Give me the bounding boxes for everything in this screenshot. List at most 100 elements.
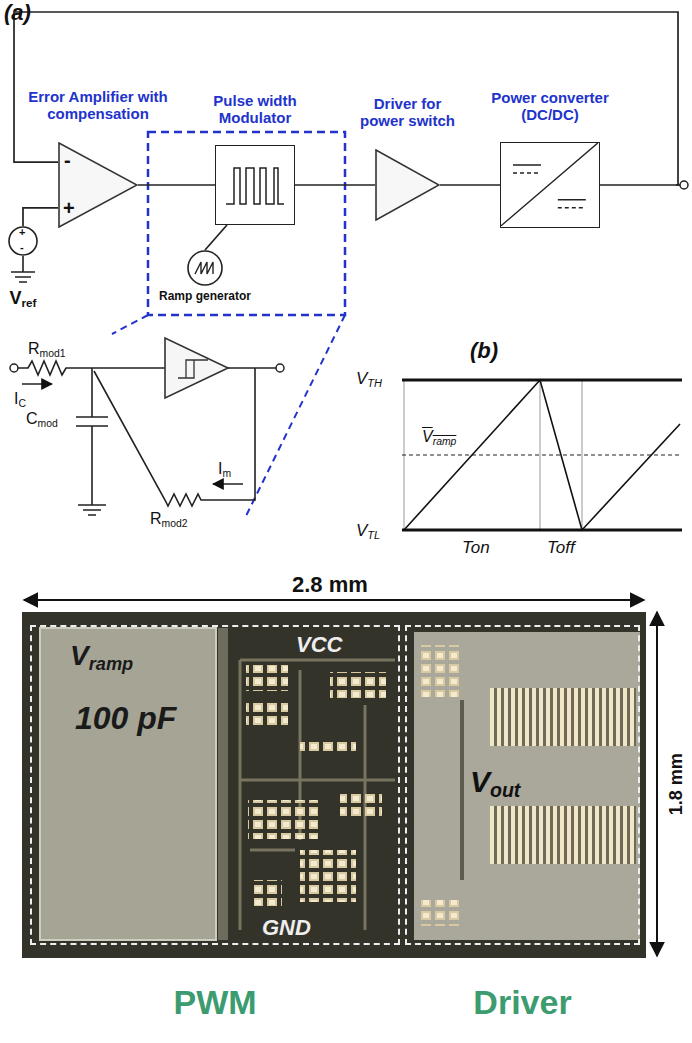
dcdc-symbol (513, 173, 586, 208)
pin-sign: + (19, 226, 25, 239)
ramp-waveform (402, 380, 682, 530)
current-arrow (22, 383, 52, 385)
output-wire (228, 367, 276, 369)
signal-label: VTH (356, 369, 382, 389)
circuit-pads (330, 672, 386, 698)
node-label: Driver for power switch (353, 95, 463, 130)
signal-label: VTL (356, 521, 380, 541)
source-circle (188, 251, 222, 285)
power-converter: Power converter (DC/DC) (500, 142, 600, 228)
pwm-waveform-icon (226, 168, 284, 204)
subscript: mod2 (162, 518, 188, 529)
component-label: Cmod (26, 410, 58, 428)
circuit-pads (246, 665, 288, 691)
node-label: Power converter (DC/DC) (485, 89, 615, 124)
signal-wire (205, 225, 227, 250)
metal-wiring (240, 660, 395, 930)
node-label: PWM (30, 983, 400, 1022)
circuit-pads (300, 850, 356, 902)
panel-label: (b) (470, 338, 498, 363)
subscript: ramp (433, 436, 457, 447)
amplifier-triangle (59, 143, 137, 227)
pwm-block: Pulse width Modulator (215, 145, 295, 225)
node-label-group: Pulse width Modulator (200, 92, 310, 127)
subscript: TL (367, 529, 380, 541)
transistor-array (490, 688, 636, 746)
metal-wiring (460, 700, 464, 880)
subscript: C (18, 398, 26, 409)
driver-metal (414, 632, 640, 940)
circuit-pads (246, 700, 288, 726)
dimension-arrow (24, 599, 644, 601)
signal-wire (23, 208, 58, 226)
node-label-group: Driver for power switch (353, 95, 463, 130)
mean-line (402, 454, 682, 455)
node-label: Pulse width Modulator (200, 92, 310, 127)
signal-wire (295, 184, 375, 186)
subscript: mod (38, 418, 58, 429)
pin-sign: - (20, 241, 24, 254)
circuit-pads (340, 790, 382, 816)
zoom-line (112, 315, 148, 334)
node-label-group: Vref (0, 288, 58, 309)
threshold-line (402, 529, 682, 532)
driver-die-region: Driver (405, 625, 640, 945)
node-label: Driver (405, 983, 640, 1022)
circuit-pads (248, 800, 318, 839)
output-terminal (680, 181, 688, 189)
current-label: Im (218, 460, 231, 478)
node-label: Ramp generator (150, 290, 260, 304)
chip-label: 100 pF (75, 700, 176, 737)
node-label-group: Power converter (DC/DC) (485, 89, 615, 124)
signal-wire (138, 184, 215, 186)
die-ground (22, 612, 646, 958)
block-diagram-art (11, 132, 688, 516)
chip-photo (22, 600, 657, 958)
transistor-array (490, 806, 636, 864)
metal-strip (218, 628, 228, 940)
pin-sign: + (63, 197, 75, 220)
subscript: ref (22, 296, 37, 309)
dcdc-symbol (501, 143, 598, 226)
amplifier-triangle (376, 150, 439, 220)
node-label-group: Driver (405, 983, 640, 1022)
signal-label: Vramp (420, 428, 458, 446)
ground-symbol (11, 256, 35, 282)
circuit-pads (254, 880, 282, 906)
hysteresis-symbol (178, 360, 208, 378)
dimension-label: 1.8 mm (666, 755, 687, 815)
driver-amplifier: Driver for power switch (375, 149, 440, 221)
pin-name: GND (262, 915, 311, 940)
threshold-line (402, 379, 682, 382)
node-label-group: Error Amplifier with compensation (23, 88, 173, 123)
subscript: mod1 (40, 348, 66, 359)
output-terminal (276, 364, 284, 372)
capacitor-symbol (76, 368, 108, 515)
circuit-pads (418, 900, 460, 926)
ramp-generator: Ramp generator (187, 250, 223, 286)
time-label: Toff (547, 538, 575, 558)
panel-label: (a) (4, 0, 31, 25)
node-shape (187, 250, 223, 286)
circuit-pads (300, 742, 356, 755)
pin-sign: - (64, 149, 71, 172)
node-shape (501, 143, 598, 226)
subscript: TH (367, 377, 382, 389)
node-label-group: Ramp generator (150, 290, 260, 304)
current-label: IC (14, 390, 26, 408)
subscript: m (222, 468, 231, 479)
subscript: ramp (89, 654, 133, 674)
node-label: Vref (0, 288, 58, 309)
chip-label: Vout (470, 765, 520, 800)
circuit-pads (418, 645, 460, 697)
node-label: Error Amplifier with compensation (23, 88, 173, 123)
pin-name: VCC (296, 632, 342, 657)
subscript: out (490, 779, 520, 801)
zoom-box (148, 132, 345, 315)
current-arrow (213, 483, 243, 485)
ramp-icon (195, 262, 213, 274)
schmitt-trigger (165, 338, 228, 398)
signal-wire (440, 184, 500, 186)
component-label: Rmod2 (150, 510, 188, 528)
